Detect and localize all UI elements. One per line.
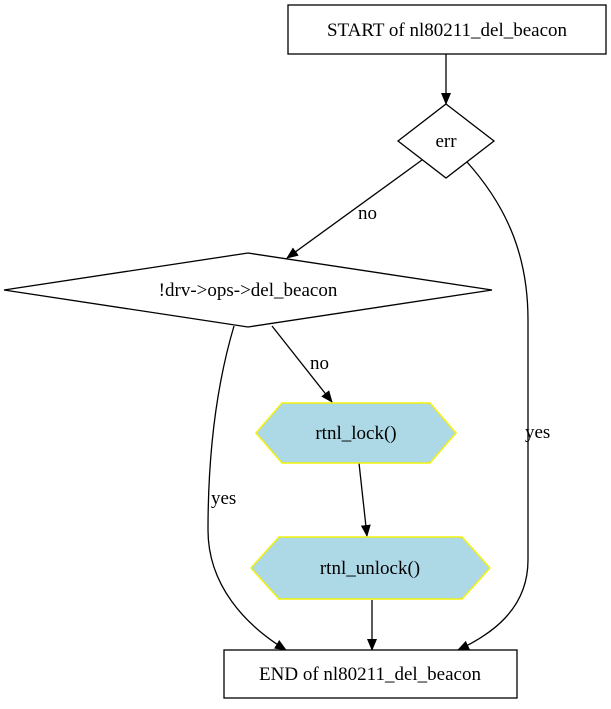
edge-label-err-no: no (358, 203, 377, 224)
node-start[interactable]: START of nl80211_del_beacon (287, 4, 607, 55)
edge-labels: no yes no yes (211, 203, 550, 509)
node-check-ops-diamond (3, 252, 493, 328)
edge-ops-yes (207, 325, 287, 651)
node-rtnl-lock[interactable]: rtnl_lock() (255, 402, 457, 464)
edge-label-ops-no: no (310, 353, 329, 374)
node-end-label: END of nl80211_del_beacon (259, 664, 481, 685)
edge-label-err-yes: yes (525, 422, 550, 443)
edge-label-ops-yes: yes (211, 488, 236, 509)
edge-err-no (286, 159, 423, 259)
edges (207, 54, 529, 651)
node-rtnl-lock-label: rtnl_lock() (315, 423, 396, 444)
node-rtnl-unlock-hexagon (249, 536, 492, 600)
node-start-label: START of nl80211_del_beacon (327, 20, 568, 41)
node-rtnl-unlock-label: rtnl_unlock() (320, 558, 420, 579)
edge-err-yes (457, 161, 529, 651)
node-check-ops-label: !drv->ops->del_beacon (159, 280, 338, 301)
edge-lock-to-unlock (358, 462, 371, 537)
node-err[interactable]: err (396, 103, 496, 179)
node-err-label: err (435, 131, 457, 152)
edge-ops-no (271, 325, 333, 403)
node-rtnl-unlock[interactable]: rtnl_unlock() (249, 536, 492, 600)
node-start-box (287, 4, 607, 55)
node-end-box (223, 649, 518, 699)
node-err-diamond (396, 103, 496, 179)
node-check-ops[interactable]: !drv->ops->del_beacon (3, 252, 493, 328)
node-end[interactable]: END of nl80211_del_beacon (223, 649, 518, 699)
node-rtnl-lock-hexagon (255, 402, 457, 464)
